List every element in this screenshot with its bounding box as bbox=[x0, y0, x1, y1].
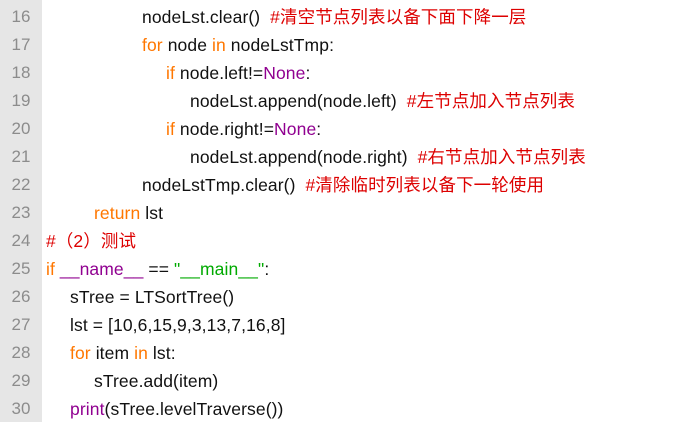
code-line[interactable]: 25 if __name__ == "__main__": bbox=[0, 255, 683, 283]
code-token: : bbox=[264, 259, 270, 279]
keyword-token: if bbox=[46, 259, 55, 279]
code-text[interactable]: #（2）测试 bbox=[46, 227, 136, 255]
code-token: item bbox=[90, 343, 135, 363]
line-number: 26 bbox=[11, 287, 31, 306]
code-text[interactable]: return lst bbox=[94, 199, 163, 227]
line-number: 27 bbox=[11, 315, 31, 334]
keyword-token: if bbox=[166, 119, 175, 139]
code-text[interactable]: lst = [10,6,15,9,3,13,7,16,8] bbox=[70, 311, 286, 339]
code-token: sTree = LTSortTree() bbox=[70, 287, 235, 307]
code-text[interactable]: nodeLstTmp.clear() #清除临时列表以备下一轮使用 bbox=[142, 171, 544, 199]
code-line[interactable]: 23 return lst bbox=[0, 199, 683, 227]
code-text[interactable]: if node.left!=None: bbox=[166, 59, 310, 87]
code-line[interactable]: 19 nodeLst.append(node.left) #左节点加入节点列表 bbox=[0, 87, 683, 115]
line-number: 18 bbox=[11, 63, 31, 82]
code-token: nodeLstTmp: bbox=[225, 35, 335, 55]
keyword-token: in bbox=[212, 35, 226, 55]
line-number: 17 bbox=[11, 35, 31, 54]
code-text[interactable]: nodeLst.clear() #清空节点列表以备下面下降一层 bbox=[142, 3, 526, 31]
code-text[interactable]: nodeLst.append(node.right) #右节点加入节点列表 bbox=[190, 143, 586, 171]
line-number: 21 bbox=[11, 147, 31, 166]
code-text[interactable]: if node.right!=None: bbox=[166, 115, 321, 143]
code-line[interactable]: 30 print(sTree.levelTraverse()) bbox=[0, 395, 683, 423]
code-token: lst bbox=[140, 203, 164, 223]
keyword-token: in bbox=[134, 343, 148, 363]
code-line[interactable]: 16 nodeLst.clear() #清空节点列表以备下面下降一层 bbox=[0, 3, 683, 31]
code-token: sTree.add(item) bbox=[94, 371, 219, 391]
builtin-token: __name__ bbox=[59, 259, 144, 279]
line-number: 20 bbox=[11, 119, 31, 138]
keyword-token: for bbox=[70, 343, 91, 363]
code-token: node.right!= bbox=[174, 119, 275, 139]
builtin-token: None bbox=[263, 63, 306, 83]
line-number: 29 bbox=[11, 371, 31, 390]
line-number: 23 bbox=[11, 203, 31, 222]
keyword-token: return bbox=[94, 203, 141, 223]
code-text[interactable]: for item in lst: bbox=[70, 339, 176, 367]
code-token: == bbox=[143, 259, 175, 279]
code-token: : bbox=[305, 63, 311, 83]
keyword-token: for bbox=[142, 35, 163, 55]
builtin-token: print bbox=[70, 399, 105, 419]
code-text[interactable]: nodeLst.append(node.left) #左节点加入节点列表 bbox=[190, 87, 575, 115]
comment-token: #（2）测试 bbox=[46, 231, 137, 251]
code-text[interactable]: if __name__ == "__main__": bbox=[46, 255, 269, 283]
line-number: 28 bbox=[11, 343, 31, 362]
code-line[interactable]: 22 nodeLstTmp.clear() #清除临时列表以备下一轮使用 bbox=[0, 171, 683, 199]
code-line[interactable]: 20 if node.right!=None: bbox=[0, 115, 683, 143]
code-line[interactable]: 27 lst = [10,6,15,9,3,13,7,16,8] bbox=[0, 311, 683, 339]
code-token: lst = [10,6,15,9,3,13,7,16,8] bbox=[70, 315, 286, 335]
line-number: 30 bbox=[11, 399, 31, 418]
code-token: nodeLst.append(node.left) bbox=[190, 91, 407, 111]
code-token: node.left!= bbox=[174, 63, 264, 83]
line-number: 16 bbox=[11, 7, 31, 26]
line-number: 22 bbox=[11, 175, 31, 194]
code-token: nodeLstTmp.clear() bbox=[142, 175, 306, 195]
keyword-token: if bbox=[166, 63, 175, 83]
comment-token: #右节点加入节点列表 bbox=[417, 147, 586, 167]
code-line[interactable]: 24 #（2）测试 bbox=[0, 227, 683, 255]
code-line[interactable]: 17 for node in nodeLstTmp: bbox=[0, 31, 683, 59]
code-text[interactable]: sTree = LTSortTree() bbox=[70, 283, 234, 311]
comment-token: #左节点加入节点列表 bbox=[406, 91, 575, 111]
code-token: node bbox=[162, 35, 212, 55]
code-text[interactable]: for node in nodeLstTmp: bbox=[142, 31, 334, 59]
line-number-gutter bbox=[0, 0, 42, 422]
code-line[interactable]: 26 sTree = LTSortTree() bbox=[0, 283, 683, 311]
code-token: nodeLst.clear() bbox=[142, 7, 271, 27]
code-text[interactable]: sTree.add(item) bbox=[94, 367, 218, 395]
line-number: 19 bbox=[11, 91, 31, 110]
code-line[interactable]: 28 for item in lst: bbox=[0, 339, 683, 367]
code-token: lst: bbox=[147, 343, 176, 363]
code-token: nodeLst.append(node.right) bbox=[190, 147, 418, 167]
code-token: : bbox=[316, 119, 322, 139]
comment-token: #清除临时列表以备下一轮使用 bbox=[305, 175, 545, 195]
string-token: "__main__" bbox=[174, 259, 265, 279]
code-token: (sTree.levelTraverse()) bbox=[104, 399, 284, 419]
comment-token: #清空节点列表以备下面下降一层 bbox=[270, 7, 527, 27]
line-number: 24 bbox=[11, 231, 31, 250]
code-line[interactable]: 21 nodeLst.append(node.right) #右节点加入节点列表 bbox=[0, 143, 683, 171]
code-line[interactable]: 29 sTree.add(item) bbox=[0, 367, 683, 395]
builtin-token: None bbox=[274, 119, 317, 139]
code-text[interactable]: print(sTree.levelTraverse()) bbox=[70, 395, 284, 423]
line-number: 25 bbox=[11, 259, 31, 278]
code-line[interactable]: 18 if node.left!=None: bbox=[0, 59, 683, 87]
